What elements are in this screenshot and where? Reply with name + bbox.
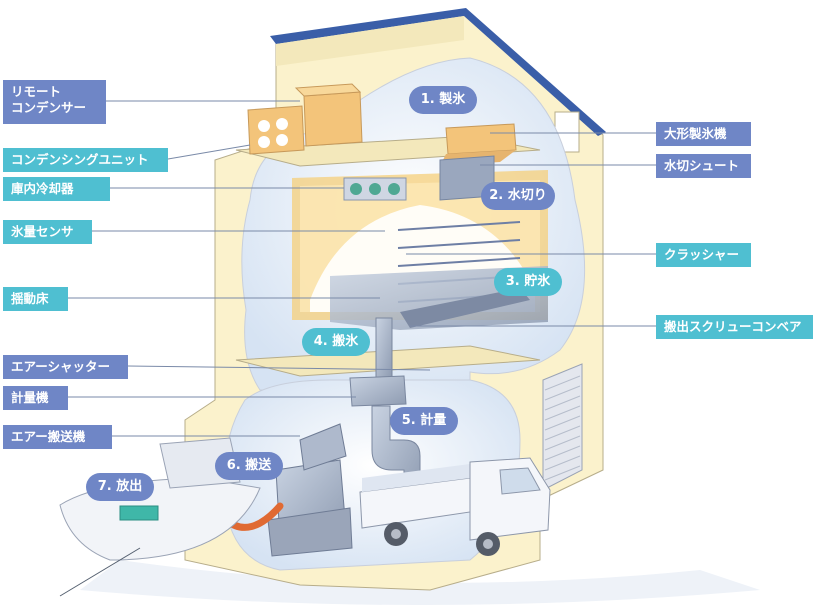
label-cooler: 庫内冷却器 [3, 177, 110, 201]
label-weigher: 計量機 [3, 386, 68, 410]
cooler-unit [343, 177, 407, 201]
label-drain-chute: 水切シュート [656, 154, 751, 178]
large-ice-machine [439, 123, 517, 201]
ground [80, 560, 760, 605]
step-2-draining: 2. 水切り [481, 182, 555, 210]
step-4-carrying: 4. 搬氷 [302, 328, 370, 356]
label-screw-conveyor: 搬出スクリューコンベア [656, 315, 813, 339]
label-large-ice-machine: 大形製氷機 [656, 122, 751, 146]
label-shaking-floor: 揺動床 [3, 287, 68, 311]
label-condensing-unit: コンデンシングユニット [3, 148, 168, 172]
leader-lines [68, 100, 658, 437]
label-air-shutter: エアーシャッター [3, 355, 128, 379]
label-crusher: クラッシャー [656, 243, 751, 267]
label-remote-condenser: リモート コンデンサー [3, 80, 106, 124]
step-7-release: 7. 放出 [86, 473, 154, 501]
air-conveyor-machine [267, 423, 353, 557]
garage-door [542, 363, 583, 491]
step-3-storage: 3. 貯氷 [494, 268, 562, 296]
step-5-weighing: 5. 計量 [390, 407, 458, 435]
label-air-conveyor: エアー搬送機 [3, 425, 112, 449]
step-6-transport: 6. 搬送 [215, 452, 283, 480]
label-ice-sensor: 氷量センサ [3, 220, 92, 244]
truck [359, 457, 551, 556]
condenser-units [247, 83, 363, 155]
ice-storage-room [292, 170, 548, 330]
step-1-ice-making: 1. 製氷 [409, 86, 477, 114]
